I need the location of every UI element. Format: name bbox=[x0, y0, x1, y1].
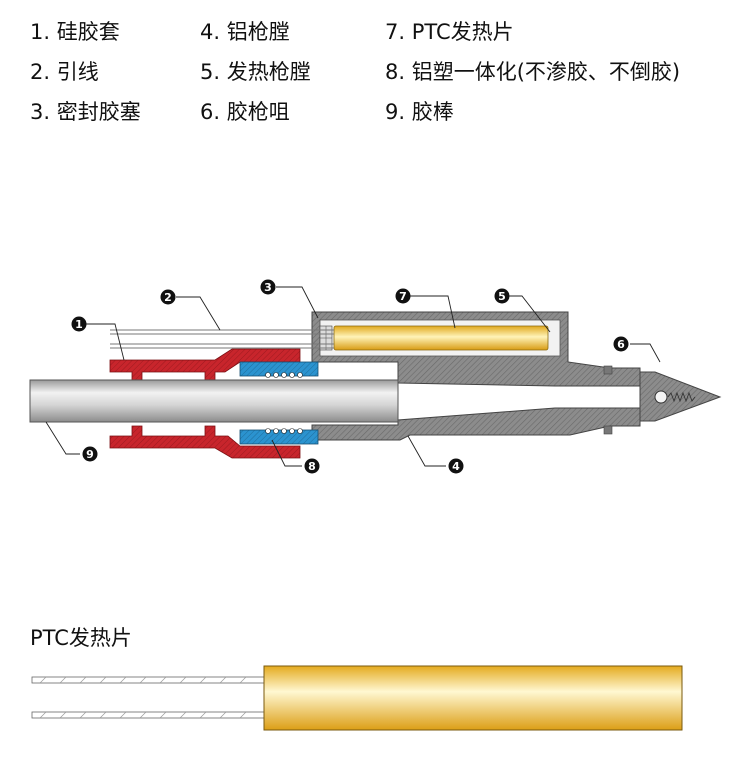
nozzle-ridge-bottom bbox=[603, 425, 613, 435]
spring bbox=[667, 391, 696, 403]
legend-item-5: 5. 发热枪膛 bbox=[200, 60, 311, 84]
legend-item-1: 1. 硅胶套 bbox=[30, 20, 120, 44]
glue-stick bbox=[29, 379, 399, 423]
callout-1-marker bbox=[71, 316, 87, 332]
silicone-sleeve-bottom bbox=[109, 425, 301, 459]
callout-7-marker bbox=[395, 288, 411, 304]
ptc-caption: PTC发热片 bbox=[30, 626, 132, 650]
ptc-heater-plate bbox=[263, 665, 683, 731]
callout-6-label: 6 bbox=[617, 338, 625, 351]
ptc-heater-element bbox=[333, 325, 549, 351]
leader-lines bbox=[45, 286, 661, 467]
callout-9-marker bbox=[82, 446, 98, 462]
gasket-beads bbox=[265, 372, 303, 434]
legend-item-7: 7. PTC发热片 bbox=[385, 20, 514, 44]
callout-3-marker bbox=[260, 279, 276, 295]
legend-item-3: 3. 密封胶塞 bbox=[30, 100, 141, 124]
callout-3-label: 3 bbox=[264, 281, 272, 294]
callout-9-label: 9 bbox=[86, 448, 94, 461]
ptc-lead-wire-bottom bbox=[31, 711, 265, 719]
callout-5-label: 5 bbox=[498, 290, 506, 303]
callout-4-marker bbox=[448, 458, 464, 474]
callout-8-marker bbox=[304, 458, 320, 474]
legend-item-2: 2. 引线 bbox=[30, 60, 99, 84]
nozzle-ridge-top bbox=[603, 365, 613, 375]
legend-item-8: 8. 铝塑一体化(不渗胶、不倒胶) bbox=[385, 60, 681, 84]
callout-8-label: 8 bbox=[308, 460, 316, 473]
callout-1-label: 1 bbox=[75, 318, 83, 331]
legend-item-4: 4. 铝枪膛 bbox=[200, 20, 290, 44]
aluminum-plastic-part-bottom bbox=[239, 429, 319, 445]
callout-5-marker bbox=[494, 288, 510, 304]
callout-6-marker bbox=[613, 336, 629, 352]
ptc-heater-detail bbox=[31, 665, 683, 731]
callout-2-label: 2 bbox=[164, 291, 172, 304]
legend-item-6: 6. 胶枪咀 bbox=[200, 100, 290, 124]
check-ball bbox=[654, 390, 668, 404]
ptc-lead-wire-top bbox=[31, 676, 265, 684]
callout-markers: 1 2 3 4 5 6 7 8 9 bbox=[71, 279, 629, 474]
nozzle bbox=[639, 371, 722, 422]
callout-2-marker bbox=[160, 289, 176, 305]
legend-item-9: 9. 胶棒 bbox=[385, 100, 454, 124]
aluminum-plastic-part-top bbox=[239, 361, 319, 377]
callout-7-label: 7 bbox=[399, 290, 407, 303]
callout-4-label: 4 bbox=[452, 460, 460, 473]
